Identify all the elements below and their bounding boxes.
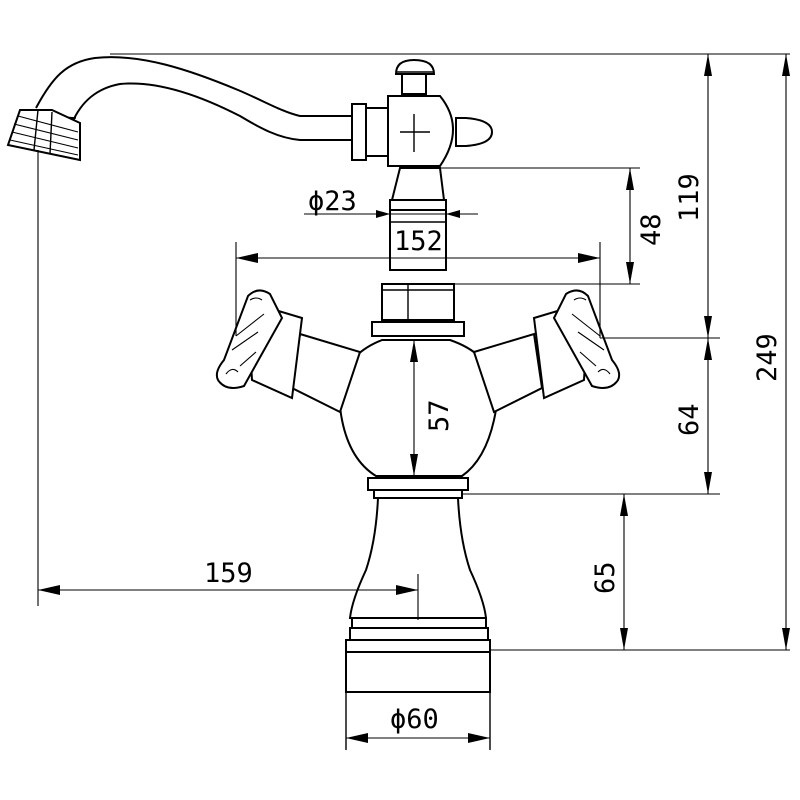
- aerator: [6, 109, 81, 162]
- top-head: [351, 58, 494, 167]
- dim-line-48: [626, 168, 634, 284]
- dim-label-57: 57: [424, 399, 455, 432]
- dim-line-64: [704, 338, 712, 494]
- dim-label-249: 249: [752, 333, 783, 382]
- dim-label-65: 65: [590, 561, 621, 594]
- spout: [35, 56, 358, 141]
- dim-line-d60: [346, 733, 490, 743]
- dim-line-159: [38, 585, 418, 595]
- base-column: [345, 477, 491, 750]
- right-handle[interactable]: [472, 289, 621, 414]
- left-handle[interactable]: [215, 289, 362, 414]
- dim-label-119: 119: [674, 173, 705, 222]
- dim-line-152: [236, 253, 600, 263]
- dim-label-152: 152: [394, 226, 443, 257]
- dim-line-119: [704, 54, 712, 338]
- central-body: [338, 339, 498, 477]
- dim-line-d23: [304, 210, 478, 218]
- dim-label-48: 48: [636, 213, 667, 246]
- dim-label-64: 64: [674, 403, 705, 436]
- dim-line-57: [410, 340, 418, 476]
- stem: [371, 167, 465, 337]
- dim-line-65: [620, 494, 628, 650]
- dim-label-159: 159: [204, 558, 253, 589]
- dim-label-d60: ϕ60: [390, 704, 439, 735]
- extension-lines: [37, 53, 790, 651]
- dim-label-d23: ϕ23: [308, 186, 357, 217]
- dim-line-249: [782, 54, 790, 650]
